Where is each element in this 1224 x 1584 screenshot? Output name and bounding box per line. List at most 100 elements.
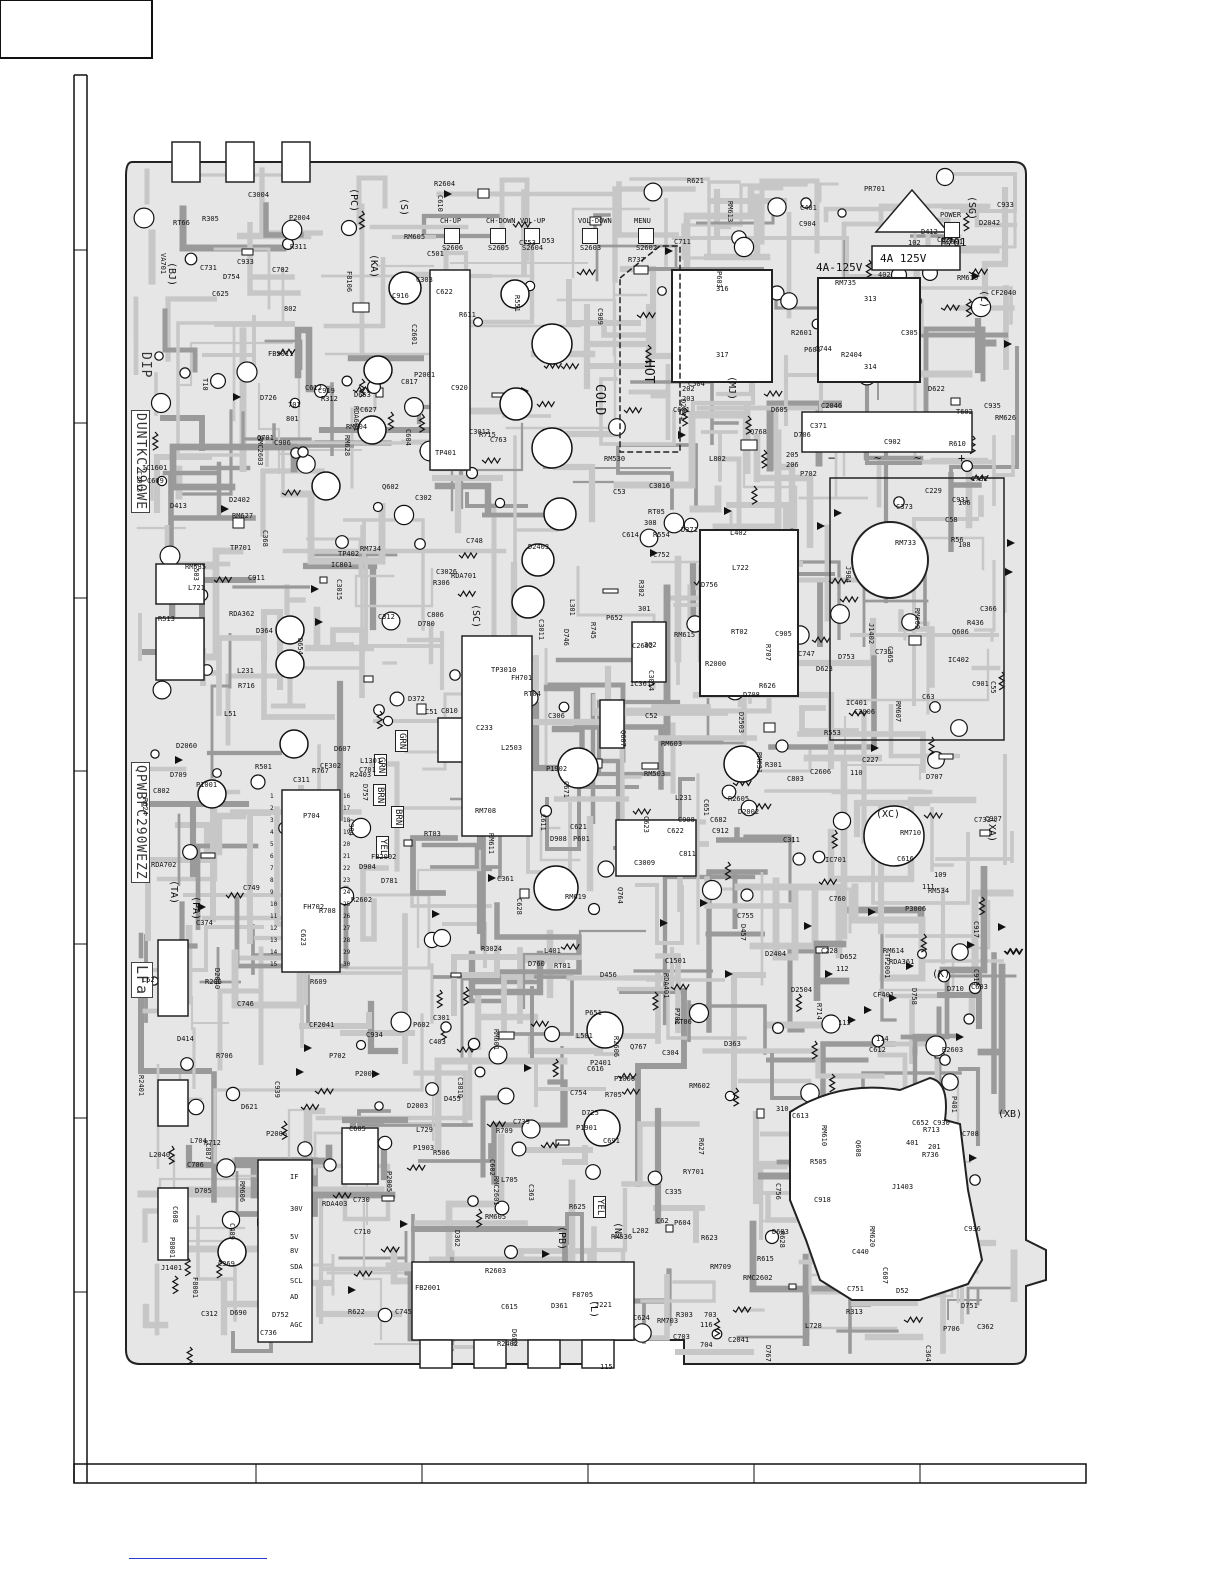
component-ref: L722	[732, 564, 749, 572]
component-ref: L202	[632, 1227, 649, 1235]
component-ref: C751	[847, 1285, 864, 1293]
pin-number: 108	[958, 541, 971, 549]
ic-pin-mark: 13	[270, 937, 278, 944]
capacitor-body	[323, 1158, 337, 1172]
fuse-pcb-rating-label: 4A-125V	[816, 261, 863, 274]
component-ref: R623	[701, 1234, 718, 1242]
component-ref: C935	[984, 402, 1001, 410]
component-ref: P605	[804, 346, 821, 354]
switch-ref: S2606	[442, 244, 464, 252]
component-ref: D908	[550, 835, 567, 843]
resistor-symbol	[406, 1163, 426, 1172]
capacitor-body	[925, 1035, 947, 1057]
copper-trace	[689, 485, 722, 513]
component-ref: C682	[710, 816, 727, 824]
component-ref: R767	[312, 767, 329, 775]
capacitor-body	[771, 1021, 784, 1034]
chip-component	[633, 265, 649, 275]
component-ref: P704	[303, 812, 320, 820]
component-ref: C909	[596, 308, 604, 325]
component-ref: D2060	[176, 742, 198, 750]
ic-pin-mark: 23	[343, 877, 351, 884]
pin-number: 206	[786, 461, 799, 469]
pin-number: 110	[850, 769, 863, 777]
component-ref: RT06	[675, 1018, 692, 1026]
switch-ref: S2603	[580, 244, 602, 252]
component-ref: L729	[416, 1126, 433, 1134]
chip-component	[519, 888, 530, 899]
capacitor-body	[497, 1087, 515, 1105]
component-ref: Q606	[952, 628, 969, 636]
diode-symbol	[1007, 539, 1015, 547]
component-ref: C749	[243, 884, 260, 892]
copper-trace	[534, 1064, 606, 1107]
component-ref: C615	[501, 1303, 518, 1311]
copper-trace	[716, 827, 794, 843]
copper-trace	[522, 929, 647, 1009]
page-link-underline[interactable]	[129, 1558, 267, 1559]
resistor-symbol	[358, 378, 366, 398]
component-ref: R737	[628, 256, 645, 264]
copper-trace	[992, 435, 1015, 506]
component-ref: D756	[701, 581, 718, 589]
chip-component	[363, 675, 374, 683]
component-ref: C371	[810, 422, 827, 430]
tact-switch-pad	[524, 228, 540, 244]
resistor-symbol	[636, 311, 656, 319]
component-ref: C920	[451, 384, 468, 392]
capacitor-body	[281, 219, 303, 241]
component-ref: C702	[272, 266, 289, 274]
component-ref: C625	[212, 290, 229, 298]
component-ref: R625	[569, 1203, 586, 1211]
component-ref: C363	[527, 1184, 535, 1201]
pin-number: 801	[286, 415, 299, 423]
component-ref: R714	[815, 1003, 823, 1020]
chip-component	[416, 703, 427, 715]
component-ref: RDA361	[889, 958, 915, 966]
capacitor-body	[970, 296, 992, 318]
copper-trace	[871, 832, 970, 905]
copper-trace	[592, 694, 728, 716]
capacitor-body	[960, 460, 973, 473]
component-ref: C501	[427, 250, 444, 258]
tuner-pin-label: 30V	[290, 1205, 303, 1213]
tact-switch-pad	[490, 228, 506, 244]
component-ref: R2602	[351, 896, 373, 904]
switch-label: CH-UP	[440, 217, 462, 225]
resistor-symbol	[314, 1087, 334, 1095]
resistor-symbol	[811, 636, 831, 644]
resistor-symbol	[651, 991, 660, 1011]
copper-trace	[616, 443, 698, 510]
component-ref: C730	[353, 1196, 370, 1204]
copper-trace	[701, 430, 738, 482]
part-number-banner: QPWBFC290WEZZ	[131, 762, 150, 883]
component-ref: CF2041	[309, 1021, 335, 1029]
capacitor-body	[340, 219, 358, 237]
component-ref: R611	[459, 311, 476, 319]
connector-tag: (BJ)	[166, 262, 177, 287]
ic-pin-mark: 7	[270, 865, 274, 872]
connector-tag: (SG)	[966, 196, 977, 221]
component-ref: C52	[645, 712, 658, 720]
component-ref: C706	[187, 1161, 204, 1169]
capacitor-body	[893, 496, 905, 508]
ic-pin-mark: 14	[270, 949, 278, 956]
component-ref: C622	[436, 288, 453, 296]
electrolytic-capacitor	[531, 427, 573, 469]
component-ref: R313	[846, 1308, 863, 1316]
component-ref: RM708	[475, 807, 497, 815]
component-ref: TP401	[435, 449, 457, 457]
ic-pin-mark: 6	[270, 853, 274, 860]
component-ref: C756	[774, 1183, 782, 1200]
copper-trace	[640, 1280, 716, 1303]
capacitor-body	[504, 1244, 519, 1259]
component-ref: C3011	[537, 619, 545, 641]
chip-component	[232, 517, 245, 529]
capacitor-body	[941, 1073, 959, 1091]
component-ref: RDA701	[451, 572, 477, 580]
copper-trace	[704, 193, 771, 261]
pin-number: 703	[704, 1311, 717, 1319]
component-ref: RM610	[957, 274, 979, 282]
diode-symbol	[524, 1064, 532, 1072]
component-ref: R745	[589, 622, 597, 639]
